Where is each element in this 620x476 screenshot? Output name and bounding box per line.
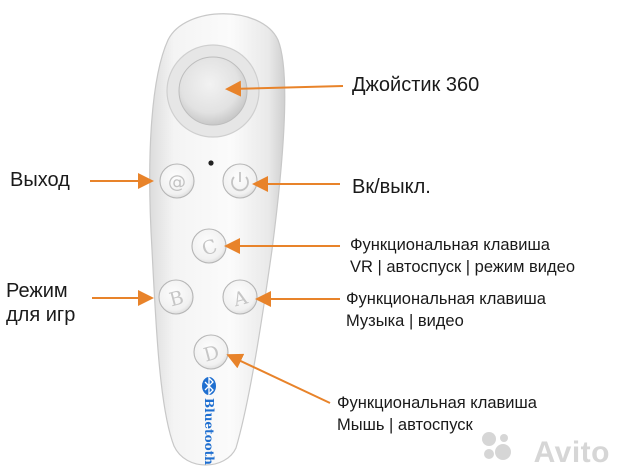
arrow-joystick — [225, 80, 344, 97]
joystick-cap — [178, 56, 248, 126]
button-b — [158, 279, 194, 315]
button-b-letter: B — [167, 286, 186, 311]
bluetooth-icon — [202, 376, 216, 396]
arrow-d — [226, 353, 331, 404]
key-d-line2: Мышь | автоспуск — [337, 416, 473, 434]
bluetooth-label: Bluetooth — [202, 398, 216, 465]
exit-button: @ — [159, 163, 195, 199]
power-label: Вк/выкл. — [352, 176, 431, 198]
led-dot — [208, 160, 214, 166]
game-mode-line2: для игр — [6, 304, 76, 326]
key-a-line2: Музыка | видео — [346, 312, 464, 330]
key-a-line1: Функциональная клавиша — [346, 290, 546, 308]
key-c-label: Функциональная клавиша VR | автоспуск | … — [350, 234, 575, 278]
button-d-letter: D — [201, 341, 221, 366]
game-mode-line1: Режим — [6, 280, 68, 302]
key-d-line1: Функциональная клавиша — [337, 394, 537, 412]
power-button — [222, 163, 258, 199]
button-a-letter: A — [230, 286, 250, 311]
key-c-line1: Функциональная клавиша — [350, 236, 550, 254]
avito-watermark: Avito — [533, 436, 610, 469]
button-d — [193, 334, 229, 370]
joystick-label: Джойстик 360 — [352, 74, 480, 96]
key-a-label: Функциональная клавиша Музыка | видео — [346, 288, 546, 332]
svg-text:@: @ — [168, 172, 186, 193]
game-mode-label: Режим для игр — [6, 279, 75, 327]
exit-label: Выход — [10, 169, 70, 191]
avito-logo-icon — [482, 432, 511, 460]
arrows — [90, 80, 344, 404]
button-c-letter: C — [199, 235, 220, 261]
key-d-label: Функциональная клавиша Мышь | автоспуск — [337, 392, 537, 436]
key-c-line2: VR | автоспуск | режим видео — [350, 258, 575, 276]
